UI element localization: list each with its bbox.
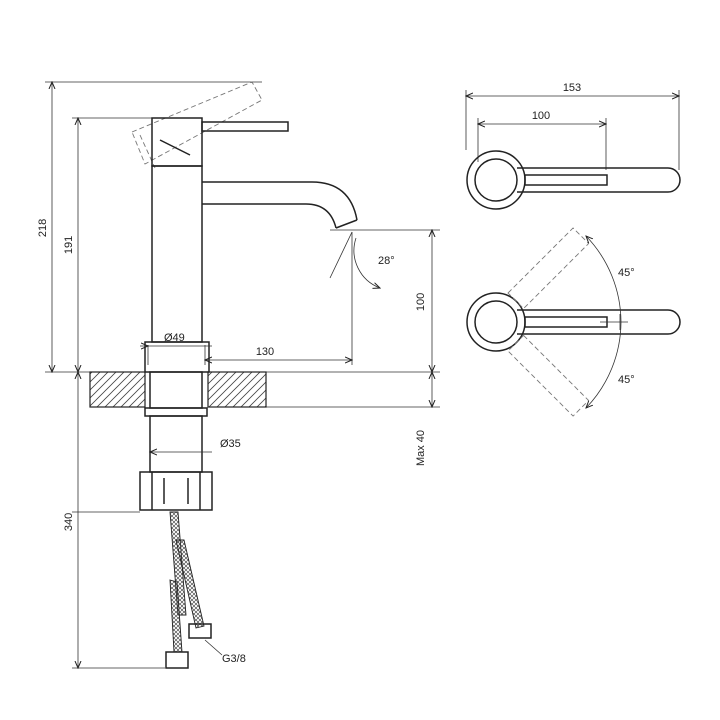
top-body-inner xyxy=(474,158,518,202)
hose-connection-label: G3/8 xyxy=(222,653,246,665)
spout-angle-label: 28° xyxy=(378,255,395,267)
deck-thickness-label: Max 40 xyxy=(415,430,427,466)
faucet-body xyxy=(131,81,358,373)
overall-length-label: 153 xyxy=(563,82,581,94)
spout-height-label: 191 xyxy=(63,236,75,254)
countertop xyxy=(89,371,267,408)
tail-piece xyxy=(149,415,203,473)
rotation-view: 45° 45° xyxy=(466,227,681,417)
handle-head xyxy=(151,117,203,167)
dimension-lines: 218 191 340 100 Max 40 Ø49 130 Ø35 xyxy=(37,82,432,668)
rotation-down-label: 45° xyxy=(618,374,635,386)
top-lever-slot xyxy=(524,174,608,186)
spout xyxy=(202,181,358,229)
hose-length-label: 340 xyxy=(63,513,75,531)
side-view: 28° 218 191 340 100 Max 40 Ø49 130 xyxy=(37,82,440,668)
faucet-column xyxy=(151,165,203,343)
faucet-base xyxy=(144,341,210,373)
rotation-body-inner xyxy=(474,300,518,344)
rotation-up-label: 45° xyxy=(618,267,635,279)
mounting-nut xyxy=(139,471,213,511)
handle-length-label: 100 xyxy=(532,110,550,122)
spout-clearance-label: 100 xyxy=(415,293,427,311)
rotation-spout-outline xyxy=(517,309,681,335)
tail-diameter-label: Ø35 xyxy=(220,438,241,450)
top-spout-outline xyxy=(517,167,681,193)
rotated-lever-down xyxy=(507,334,590,417)
rotated-lever-up xyxy=(507,227,590,310)
handle-raised-outline xyxy=(131,81,263,169)
flexible-hoses xyxy=(165,511,212,669)
spout-reach-label: 130 xyxy=(256,346,274,358)
shank xyxy=(149,371,203,409)
handle-lever xyxy=(201,121,289,132)
rotation-lever-slot xyxy=(524,316,608,328)
under-deck-assembly xyxy=(139,371,213,669)
spout-angle-marker: 28° xyxy=(329,231,395,288)
top-view: 153 100 xyxy=(466,82,681,210)
total-height-label: 218 xyxy=(37,219,49,237)
base-diameter-label: Ø49 xyxy=(164,332,185,344)
